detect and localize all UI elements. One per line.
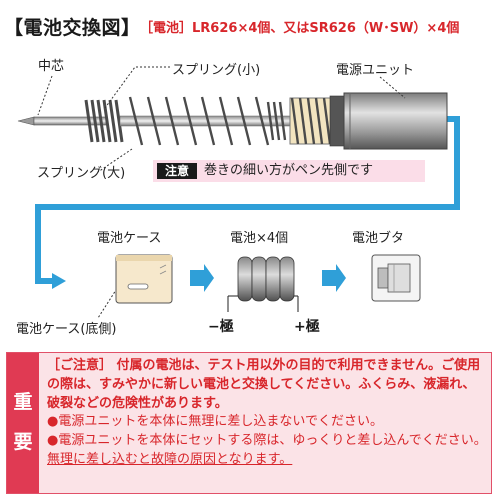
warning-item-2: ●電源ユニットを本体にセットする際は、ゆっくりと差し込んでください。無理に差し込… bbox=[47, 432, 487, 470]
spring-large bbox=[84, 99, 124, 143]
core-needle bbox=[17, 116, 107, 126]
label-plus-pole: +極 bbox=[294, 319, 320, 335]
caution-text: 巻きの細い方がペン先側です bbox=[204, 163, 374, 178]
label-minus-pole: −極 bbox=[208, 319, 234, 335]
flow-arrow-line bbox=[35, 116, 460, 289]
label-spring-small: スプリング(小) bbox=[172, 63, 261, 78]
battery-case bbox=[115, 254, 173, 304]
spring-small bbox=[128, 96, 270, 146]
battery-spec: ［電池］LR626×4個、又はSR626（W･SW）×4個 bbox=[146, 21, 460, 36]
warning-item-2-emphasis: 無理に差し込むと故障の原因となります。 bbox=[47, 451, 293, 467]
warning-item-1: ●電源ユニットを本体に無理に差し込まないでください。 bbox=[47, 414, 383, 430]
caution-tag: 注意 bbox=[157, 163, 197, 179]
warning-side-char-1: 重 bbox=[13, 391, 33, 413]
label-spring-large: スプリング(大) bbox=[37, 166, 126, 181]
warning-body: ［ご注意］ 付属の電池は、テスト用以外の目的で利用できません。ご使用の際は、すみ… bbox=[47, 357, 487, 470]
label-battery-case: 電池ケース bbox=[97, 231, 162, 246]
caution-box bbox=[153, 160, 425, 182]
exchange-diagram bbox=[17, 66, 460, 319]
label-battery-unit: 電源ユニット bbox=[336, 63, 415, 78]
warning-side-char-2: 要 bbox=[13, 431, 33, 453]
leader-lines bbox=[37, 66, 406, 319]
batteries bbox=[227, 256, 299, 312]
battery-unit bbox=[289, 92, 448, 150]
flow-arrow-1 bbox=[190, 264, 214, 292]
battery-lid bbox=[371, 254, 421, 302]
warning-notice: ［ご注意］ 付属の電池は、テスト用以外の目的で利用できません。ご使用の際は、すみ… bbox=[47, 358, 481, 411]
title-row: 【電池交換図】 ［電池］LR626×4個、又はSR626（W･SW）×4個 bbox=[4, 13, 496, 39]
warning-side-label: 重 要 bbox=[7, 353, 39, 493]
flow-arrow-2 bbox=[322, 264, 346, 292]
warning-item-2-text: ●電源ユニットを本体にセットする際は、ゆっくりと差し込んでください。 bbox=[47, 433, 487, 449]
label-battery-lid: 電池ブタ bbox=[352, 231, 405, 246]
label-case-bottom: 電池ケース(底側) bbox=[16, 322, 117, 337]
label-core: 中芯 bbox=[38, 59, 65, 74]
diagram-title: 【電池交換図】 bbox=[4, 17, 141, 39]
label-batteries: 電池×4個 bbox=[230, 231, 289, 246]
warning-box bbox=[6, 352, 492, 494]
